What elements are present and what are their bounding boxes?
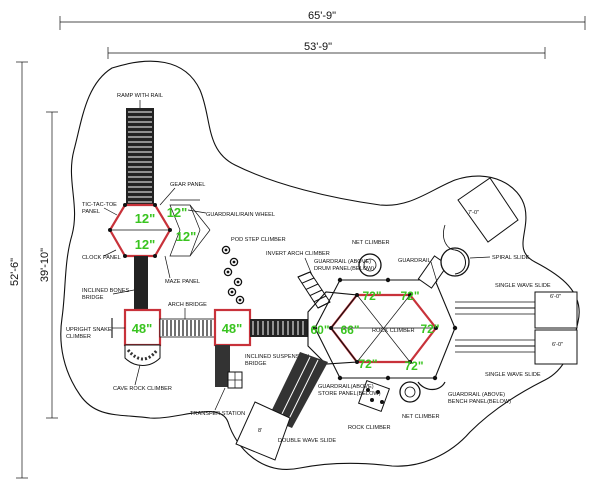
hex-height-2: 12" [167, 205, 188, 220]
ramp-with-rail: RAMP WITH RAIL [117, 93, 163, 208]
pod-step-center [236, 280, 240, 284]
hex-height-1: 12" [135, 211, 156, 226]
hex-height-60: 60" [310, 323, 329, 337]
hex-height-66: 66" [340, 323, 359, 337]
upright-snake-climber-label: CLIMBER [66, 334, 91, 340]
bench-panel-below-label: BENCH PANEL(BELOW) [448, 399, 511, 405]
hex-height-72-top-left: 72" [362, 289, 381, 303]
tic-tac-toe-panel-label: PANEL [82, 209, 100, 215]
inner-depth-dim: 39'-10" [39, 248, 51, 282]
inclined-suspension-bridge-label: BRIDGE [245, 361, 267, 367]
hex-height-72-right: 72" [420, 322, 439, 336]
upright-snake-climber [111, 318, 125, 338]
guardrail-rain-wheel-label: GUARDRAIL/RAIN WHEEL [206, 212, 275, 218]
double-wave-slide [235, 352, 328, 461]
top-hex-side-decks: 12" 12" [167, 199, 211, 257]
guardrail-label: GUARDRAIL [398, 258, 431, 264]
single-wave-slide-bottom [455, 329, 578, 365]
rock-climber-bottom [357, 379, 391, 413]
inner-width-dim: 53'-9" [304, 41, 332, 53]
tic-tac-toe-label: TIC-TAC-TOE [82, 202, 117, 208]
invert-arch-climber-label: INVERT ARCH CLIMBER [266, 251, 330, 257]
dimension-lines: 65'-9" 53'-9" 52'-6" 39'-10" [9, 10, 586, 479]
pod-step-center [238, 298, 242, 302]
hex-height-72-top-right: 72" [400, 289, 419, 303]
pod-step-center [232, 260, 236, 264]
slide-upper-dim: 6'-0" [550, 294, 561, 300]
invert-arch-rung [297, 271, 311, 278]
spiral-slide [417, 224, 470, 289]
net-climber-top-label: NET CLIMBER [352, 240, 390, 246]
tray-top-dim: 7'-0" [468, 210, 479, 216]
overall-width-dim: 65'-9" [308, 10, 336, 22]
guardrail-above-2-label: GUARDRAIL(ABOVE) [318, 384, 374, 390]
top-spiral-tray [457, 177, 519, 243]
single-wave-slide-bottom-label: SINGLE WAVE SLIDE [485, 372, 541, 378]
hex-height-3: 12" [135, 237, 156, 252]
invert-arch-climber [297, 271, 331, 309]
net-climber-top [358, 253, 382, 277]
guardrail-above-label: GUARDRAIL (ABOVE) [314, 259, 371, 265]
pod-step-center [224, 248, 228, 252]
arch-bridge-label: ARCH BRIDGE [168, 302, 207, 308]
invert-arch-rung [305, 283, 319, 290]
invert-arch-rung [309, 289, 323, 297]
single-wave-slide-top-label: SINGLE WAVE SLIDE [495, 283, 551, 289]
mid-square-deck: 48" [213, 308, 252, 347]
cave-rock-climber [124, 344, 161, 366]
invert-arch-rung [301, 277, 315, 284]
square-left-height: 48" [132, 321, 153, 336]
hex-height-72-bottom-left: 72" [358, 357, 377, 371]
gear-panel-label: GEAR PANEL [170, 182, 205, 188]
pod-step-center [226, 270, 230, 274]
left-square-deck: 48" [123, 308, 162, 347]
inclined-bones-bridge-label: BRIDGE [82, 295, 104, 301]
top-hex-deck: 12" 12" [108, 203, 172, 258]
cave-rock-climber-label: CAVE ROCK CLIMBER [113, 386, 172, 392]
hex-height-72-bottom-right: 72" [404, 359, 423, 373]
single-wave-slide-top [455, 291, 578, 329]
pod-step-center [230, 290, 234, 294]
spiral-slide-label: SPIRAL SLIDE [492, 255, 530, 261]
transfer-station [215, 345, 243, 389]
pod-step-climber [221, 245, 245, 305]
slide-lower-dim: 6'-0" [552, 342, 563, 348]
tray-bottom-dim: 8' [258, 428, 262, 434]
hex-height-4: 12" [176, 229, 197, 244]
square-mid-height: 48" [222, 321, 243, 336]
inclined-suspension-label: INCLINED SUSPENSION [245, 354, 309, 360]
overall-depth-dim: 52'-6" [9, 258, 21, 286]
rock-climber-center-label: ROCK CLIMBER [372, 328, 415, 334]
transfer-station-label: TRANSFER STATION [190, 411, 245, 417]
double-wave-slide-label: DOUBLE WAVE SLIDE [278, 438, 336, 444]
pod-step-climber-label: POD STEP CLIMBER [231, 237, 286, 243]
inclined-bones-bridge [134, 256, 148, 310]
ramp-with-rail-label: RAMP WITH RAIL [117, 93, 163, 99]
inclined-bones-label: INCLINED BONES [82, 288, 130, 294]
clock-panel-label: CLOCK PANEL [82, 255, 121, 261]
maze-panel-label: MAZE PANEL [165, 279, 200, 285]
guardrail-above-bench-label: GUARDRAIL (ABOVE) [448, 392, 505, 398]
upright-snake-label: UPRIGHT SNAKE [66, 327, 112, 333]
hex-posts [108, 203, 172, 258]
drum-panel-below-label: DRUM PANEL(BELOW) [314, 266, 374, 272]
rock-climber-bottom-label: ROCK CLIMBER [348, 425, 391, 431]
net-climber-bottom-label: NET CLIMBER [402, 414, 440, 420]
inclined-suspension-bridge [250, 319, 308, 337]
site-boundary [60, 60, 580, 470]
bench-panel [417, 381, 446, 391]
store-panel-below-label: STORE PANEL(BELOW) [318, 391, 381, 397]
net-climber-bottom [399, 381, 421, 403]
arch-bridge [159, 318, 216, 338]
